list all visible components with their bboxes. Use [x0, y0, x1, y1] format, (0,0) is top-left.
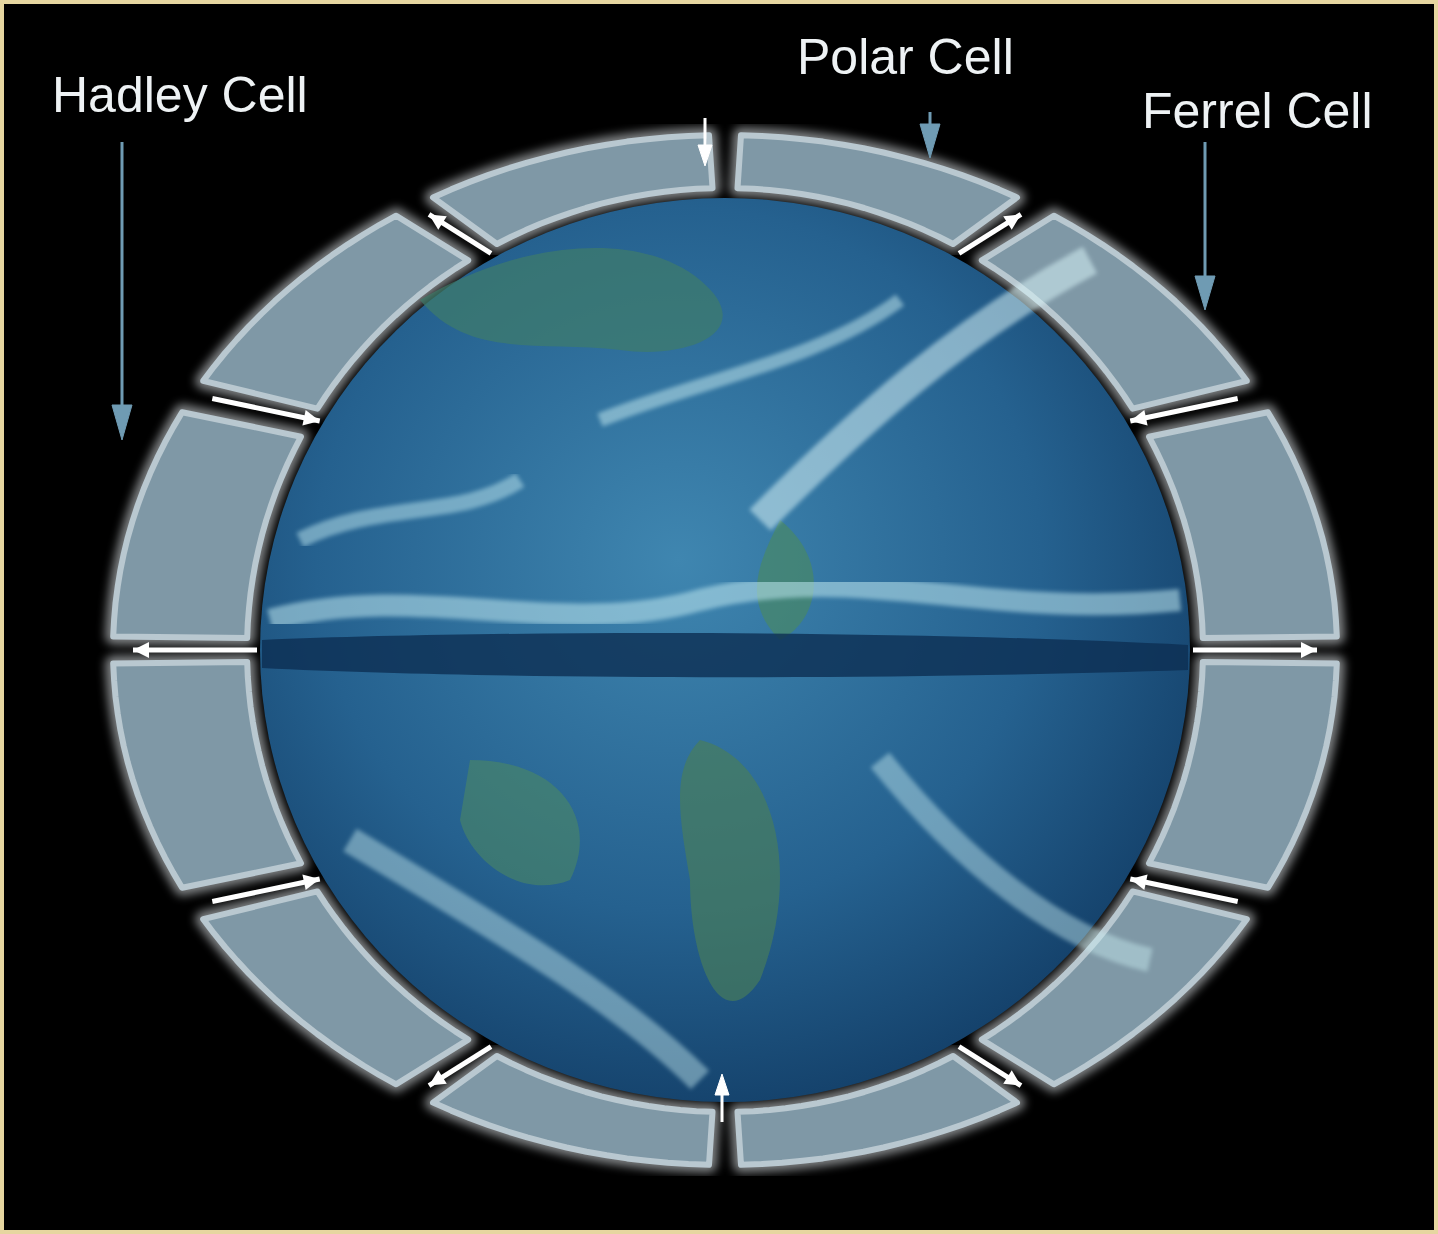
cell-label: Hadley Cell: [52, 70, 308, 120]
flow-arrows: [133, 214, 1317, 1085]
flow-arrow: [133, 648, 257, 653]
circulation-cells: [113, 135, 1337, 1165]
cell-label: Ferrel Cell: [1142, 86, 1373, 136]
flow-arrow: [1130, 399, 1237, 422]
arrow-head: [1003, 214, 1021, 229]
flow-arrow: [1193, 648, 1317, 653]
arrow-head: [429, 214, 447, 229]
flow-arrow: [212, 399, 319, 422]
flow-arrow: [429, 1047, 491, 1086]
cell-label: Polar Cell: [797, 32, 1014, 82]
flow-arrow: [959, 1047, 1021, 1086]
pole-arrows: [698, 118, 729, 1122]
arrow-head: [1003, 1070, 1021, 1085]
flow-arrow: [429, 214, 491, 253]
flow-arrow: [1130, 879, 1237, 902]
arrow-head: [302, 410, 319, 426]
arrow-head: [1130, 874, 1147, 890]
arrow-head: [133, 642, 149, 658]
flow-arrow: [959, 214, 1021, 253]
leader-lines: [112, 112, 1215, 440]
arrow-head: [1301, 642, 1317, 658]
arrow-head: [429, 1070, 447, 1085]
earth-globe: [260, 198, 1190, 1102]
arrow-head: [1130, 410, 1147, 426]
arrow-head: [302, 874, 319, 890]
flow-arrow: [212, 879, 319, 902]
